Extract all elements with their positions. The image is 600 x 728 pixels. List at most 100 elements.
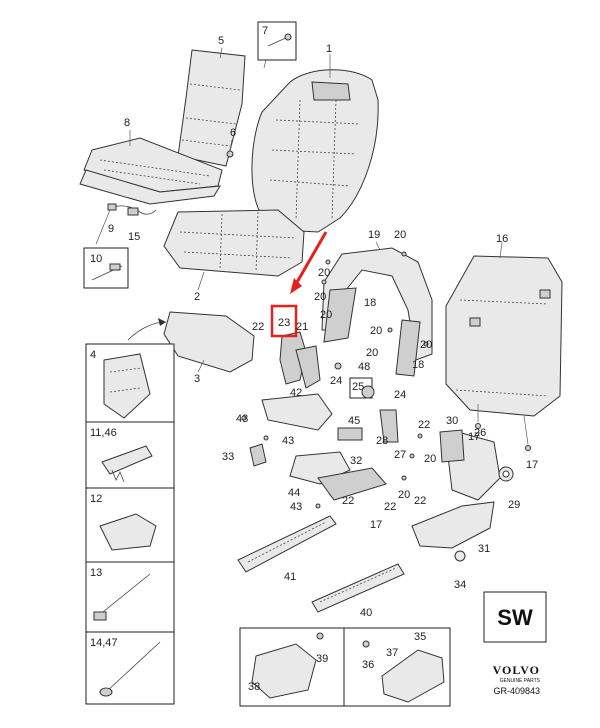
- callout-3: 3: [194, 373, 200, 385]
- callout-19: 19: [368, 229, 380, 241]
- part-16-leaders: [477, 404, 529, 445]
- callout-22-c: 22: [342, 495, 354, 507]
- callout-22-e: 22: [414, 495, 426, 507]
- part-5-stitching: [181, 83, 241, 147]
- screw-20-f: [417, 433, 423, 439]
- sw-badge-box: [483, 591, 547, 643]
- brand-ref: GR-409843: [493, 686, 540, 696]
- part-22-bracket: [279, 331, 307, 385]
- callout-30: 30: [446, 415, 458, 427]
- part-48-bolt: [334, 362, 342, 370]
- inset-36-screw: [362, 640, 370, 648]
- part-3-pad: [163, 311, 255, 373]
- leader-19: [375, 241, 381, 251]
- screw-20-a: [325, 259, 331, 265]
- leader-7: [263, 59, 267, 69]
- panel-label-13: 13: [90, 567, 102, 579]
- callout-45: 45: [348, 415, 360, 427]
- leader-3: [197, 359, 205, 373]
- callout-26: 26: [474, 427, 486, 439]
- part-41-rail: [237, 515, 337, 573]
- callout-6: 6: [230, 127, 236, 139]
- part-2-cushion: [163, 209, 305, 277]
- panel-label-14-47: 14,47: [90, 637, 118, 649]
- callout-17-c: 17: [370, 519, 382, 531]
- part-16-back-panel: [445, 255, 563, 417]
- callout-25: 25: [352, 381, 364, 393]
- part-16-clip-b: [469, 317, 481, 327]
- callout-28: 28: [376, 435, 388, 447]
- part-21-lever: [295, 345, 321, 389]
- part-1-stitching: [269, 99, 361, 221]
- part-19-backrest-frame: [321, 247, 433, 361]
- callout-7: 7: [262, 25, 268, 37]
- leader-9-to-10: [95, 209, 111, 245]
- callout-35: 35: [414, 631, 426, 643]
- screw-43-b: [263, 435, 269, 441]
- screw-43-a: [241, 415, 247, 421]
- callout-33: 33: [222, 451, 234, 463]
- callout-18-b: 18: [412, 359, 424, 371]
- panel-4-detail: [109, 367, 143, 393]
- screw-20-h: [409, 453, 415, 459]
- part-42-rail-bracket: [261, 393, 333, 431]
- part-3-arrow-head: [158, 318, 166, 326]
- callout-20-g: 20: [398, 489, 410, 501]
- callout-8: 8: [124, 117, 130, 129]
- leader-5: [219, 47, 223, 59]
- part-15-connector: [127, 207, 139, 216]
- part-40-rail: [311, 563, 405, 613]
- callout-43-a: 43: [236, 413, 248, 425]
- screw-20-c: [321, 279, 327, 285]
- inset-10-connector: [109, 263, 121, 271]
- inset-10-box: [83, 247, 129, 289]
- part-18-side-bracket-left: [323, 287, 357, 343]
- screw-20-b: [401, 251, 407, 257]
- inset-39-screw: [316, 632, 324, 640]
- callout-9: 9: [108, 223, 114, 235]
- part-45-clip: [337, 427, 363, 441]
- callout-38: 38: [248, 681, 260, 693]
- callout-36: 36: [362, 659, 374, 671]
- callout-21: 21: [296, 321, 308, 333]
- panel-14-47-end: [99, 687, 113, 697]
- panel-4-part: [103, 353, 151, 419]
- part-30-cover: [439, 429, 465, 463]
- part-5-backrest-pad: [177, 49, 246, 167]
- panel-13-strap: [97, 573, 151, 617]
- callout-23-highlighted: 23: [278, 317, 290, 329]
- callout-20-f: 20: [424, 453, 436, 465]
- brand-sub: GENUINE PARTS: [500, 678, 541, 684]
- highlight-box: [270, 304, 298, 338]
- part-16-detail: [455, 299, 549, 397]
- brand-name: VOLVO: [493, 663, 540, 677]
- leader-6: [229, 139, 233, 151]
- leader-16: [499, 241, 503, 259]
- highlight-arrow-head: [290, 278, 302, 294]
- part-40-rail-detail: [319, 567, 397, 603]
- callout-48: 48: [358, 361, 370, 373]
- panel-12-part: [99, 513, 157, 551]
- callout-44: 44: [288, 487, 300, 499]
- callout-43-b: 43: [282, 435, 294, 447]
- part-9-wire: [111, 205, 157, 215]
- inset-37-motor: [381, 649, 445, 703]
- part-6-clip: [226, 150, 234, 158]
- part-1-headrest-guide: [311, 81, 351, 101]
- part-18-side-bracket-right: [395, 319, 421, 377]
- callout-20-a: 20: [394, 229, 406, 241]
- callout-22-b: 22: [418, 419, 430, 431]
- screw-43-c: [315, 503, 321, 509]
- part-17-screw-a: [475, 423, 481, 429]
- callout-27: 27: [394, 449, 406, 461]
- screw-20-d: [387, 327, 393, 333]
- inset-7-box: [257, 21, 297, 61]
- callout-20-i: 20: [366, 347, 378, 359]
- callout-20-h: 20: [320, 309, 332, 321]
- panel-label-12: 12: [90, 493, 102, 505]
- inset-38-module: [251, 643, 317, 699]
- callout-31: 31: [478, 543, 490, 555]
- panel-14-47-rod: [105, 641, 161, 693]
- callout-22-d: 22: [384, 501, 396, 513]
